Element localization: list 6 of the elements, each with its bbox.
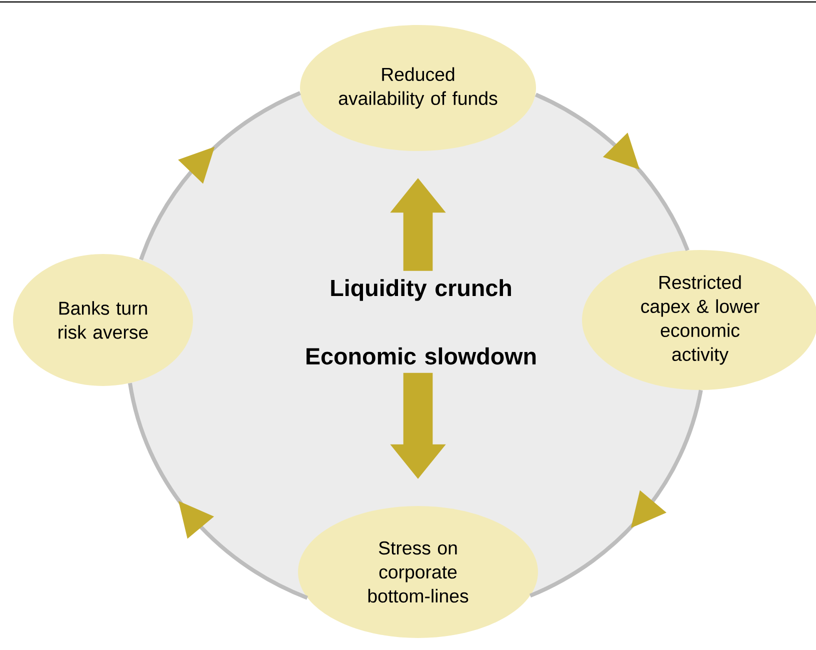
center-label: Liquidity crunch [331, 279, 511, 301]
cycle-arrow [529, 390, 703, 598]
cycle-arrow [139, 91, 301, 260]
cycle-arrow [534, 92, 690, 252]
center-label: Economic slowdown [306, 347, 536, 365]
cycle-arrow [128, 382, 308, 600]
